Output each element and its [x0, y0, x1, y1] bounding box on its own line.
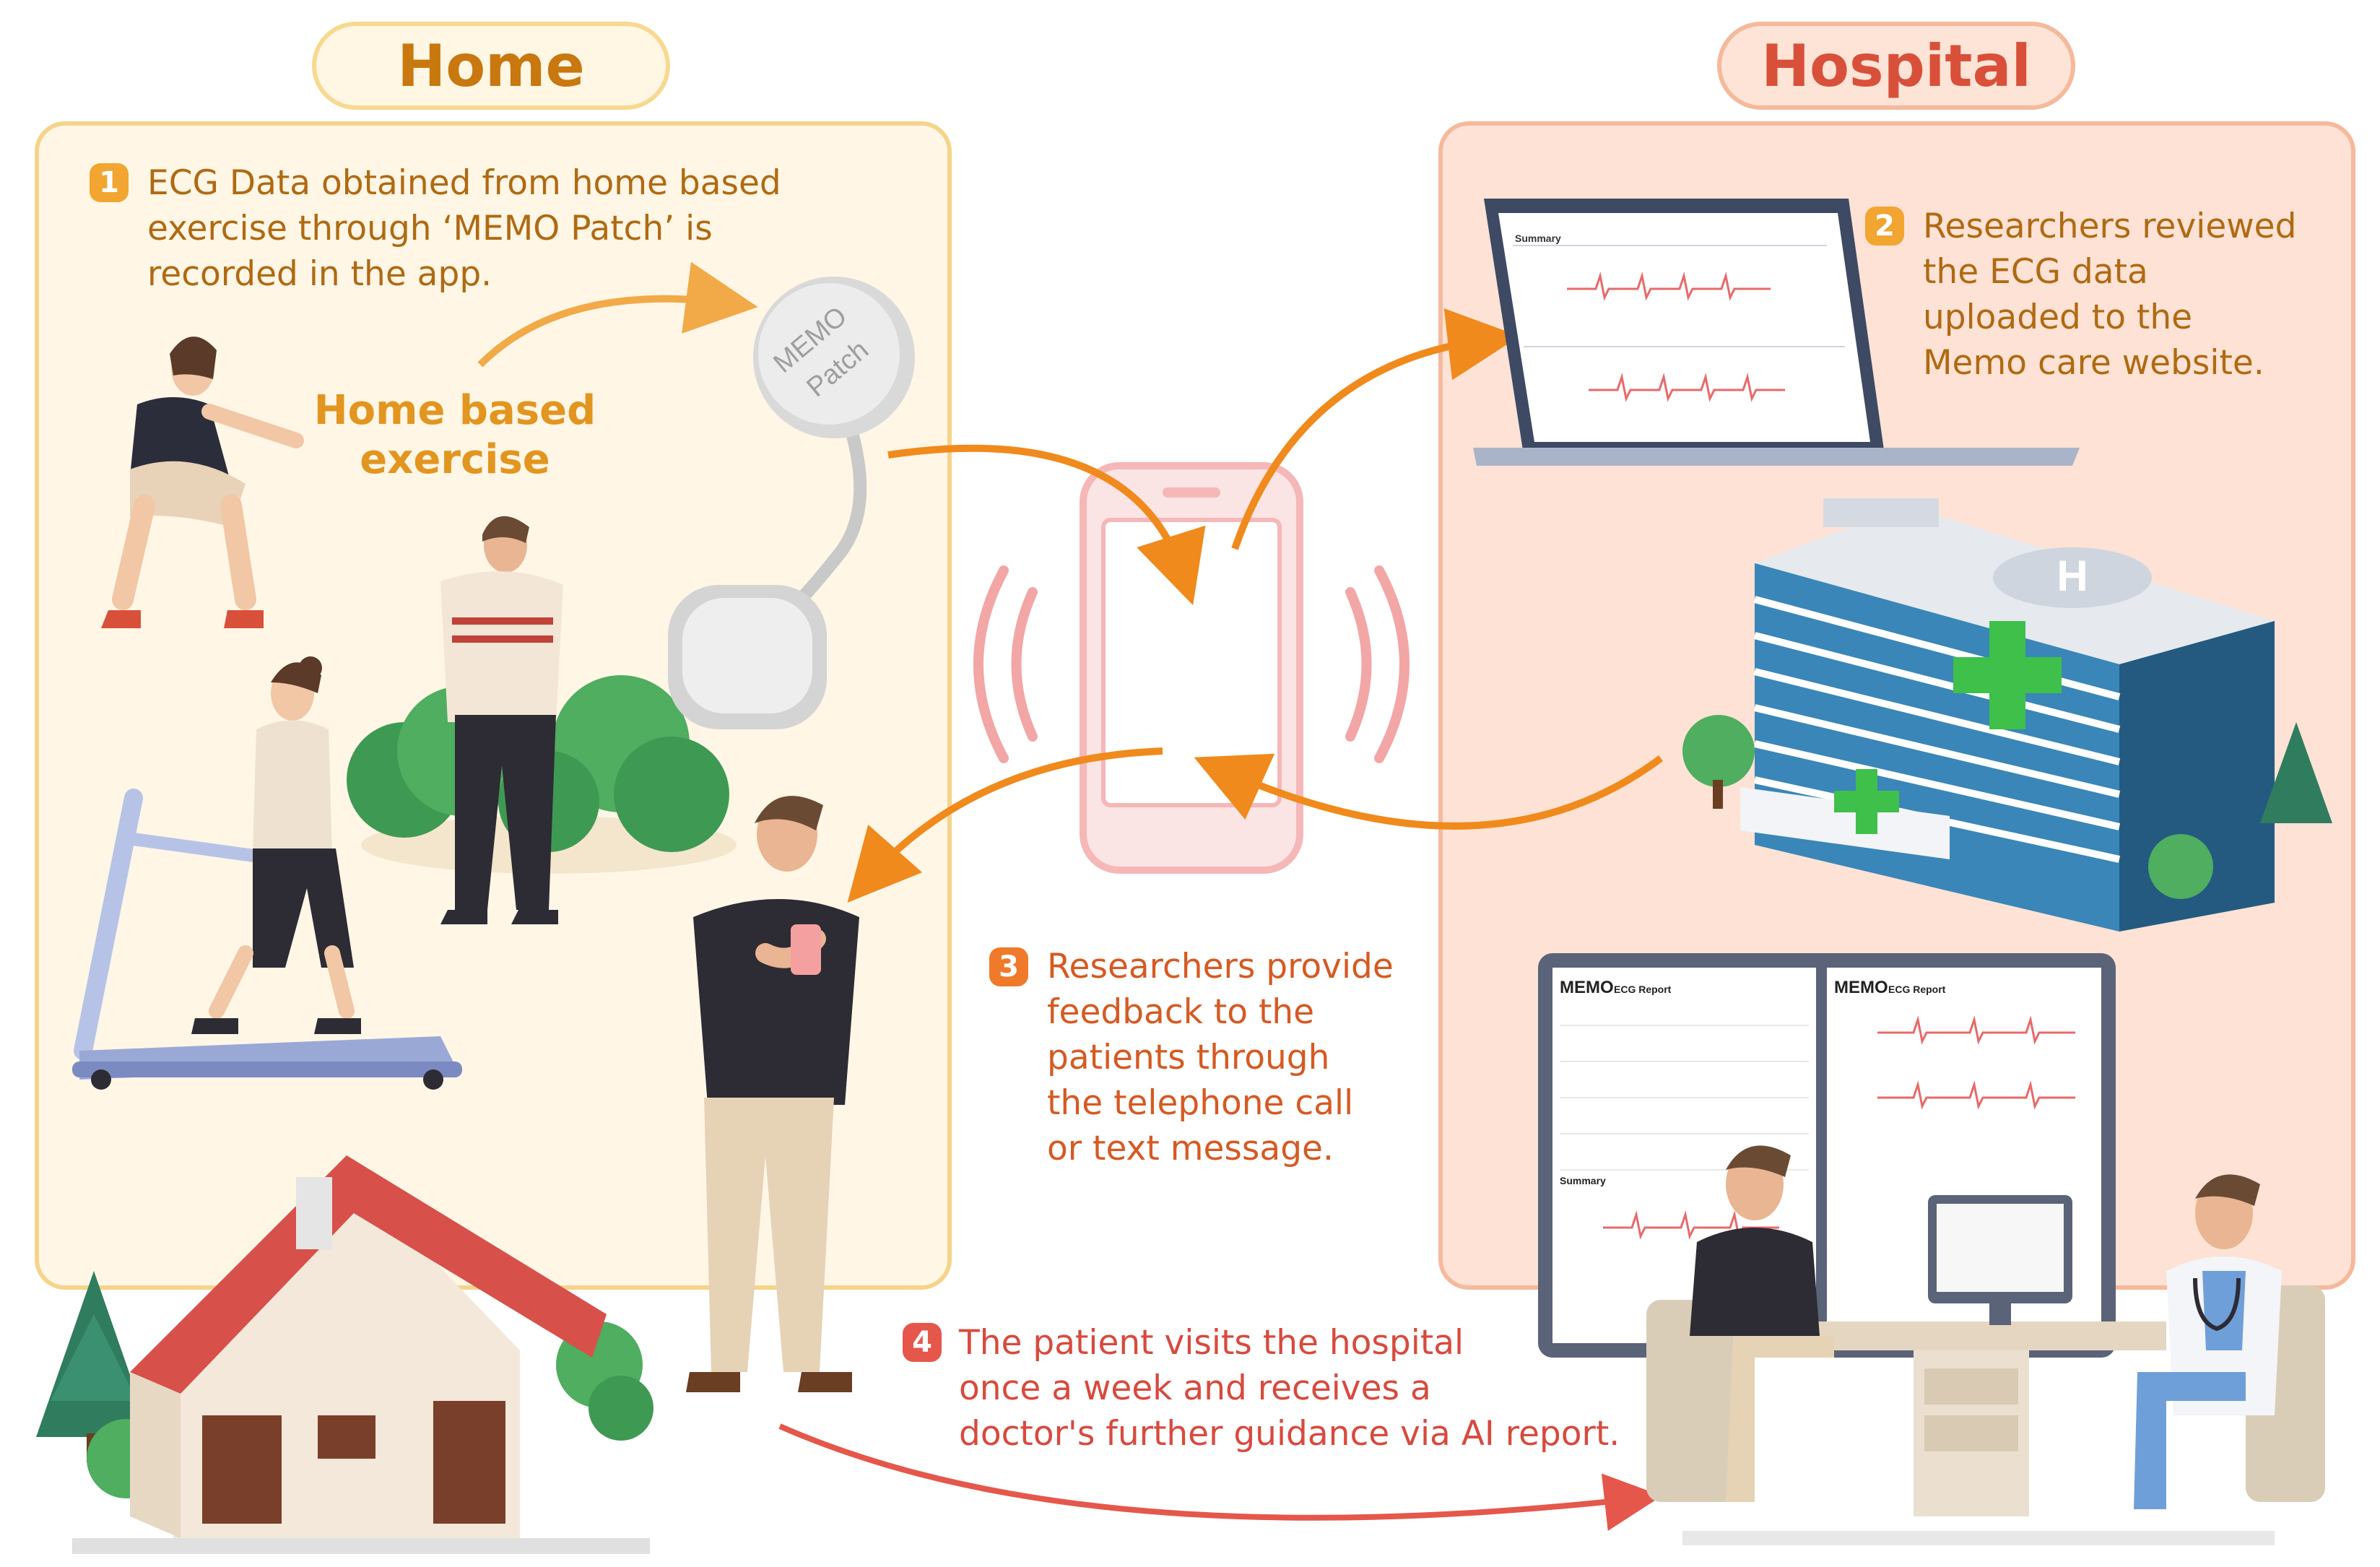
hospital-building-icon: H — [1740, 498, 2275, 932]
phone-to-laptop-arrow — [1231, 308, 1520, 550]
step3-text: Researchers provide feedback to the pati… — [1047, 944, 1394, 1171]
laptop-icon — [1473, 199, 2080, 466]
memo-patch-icon — [668, 277, 915, 729]
step1-text: ECG Data obtained from home based exerci… — [147, 160, 781, 297]
exercise-label-line: Home based — [313, 387, 596, 434]
step2-text: Researchers reviewed the ECG data upload… — [1923, 204, 2296, 386]
step1-line: exercise through ‘MEMO Patch’ is — [147, 209, 713, 248]
hospital-title-pill: Hospital — [1717, 22, 2075, 110]
step1-line: ECG Data obtained from home based — [147, 163, 781, 203]
home-title-pill: Home — [312, 22, 670, 110]
step3-line: the telephone call — [1047, 1083, 1354, 1123]
report-title-right: ECG Report — [1888, 984, 1946, 995]
step1-badge: 1 — [90, 163, 129, 202]
smartphone-icon — [1080, 462, 1303, 874]
hospital-title: Hospital — [1761, 32, 2031, 100]
step2-number: 2 — [1875, 209, 1895, 243]
house-icon — [72, 1155, 650, 1554]
step4-badge: 4 — [903, 1323, 942, 1362]
step4-text: The patient visits the hospital once a w… — [959, 1320, 1620, 1457]
step2-badge: 2 — [1865, 207, 1904, 246]
report-brand-right: MEMO — [1834, 978, 1888, 997]
laptop-summary-label: Summary — [1515, 233, 1561, 244]
phone-signal-waves-icon — [973, 565, 1410, 763]
home-title: Home — [397, 32, 585, 100]
hospital-trees-icon — [1682, 715, 2332, 899]
step4-line: doctor's further guidance via AI report. — [959, 1414, 1620, 1454]
exercise-to-patch-arrow — [477, 261, 758, 368]
step4-number: 4 — [912, 1326, 932, 1359]
step3-line: Researchers provide — [1047, 947, 1394, 986]
hospital-cross-icon — [1834, 621, 2062, 834]
step2-line: Researchers reviewed — [1923, 207, 2297, 246]
exercise-label-line: exercise — [360, 436, 550, 483]
standing-man-icon — [440, 516, 563, 924]
report-title-left: ECG Report — [1614, 984, 1672, 995]
svg-text:H: H — [2057, 552, 2088, 600]
step2-line: Memo care website. — [1923, 343, 2264, 383]
walking-woman-icon — [191, 656, 361, 1034]
squatting-woman-icon — [101, 337, 304, 628]
step3-line: or text message. — [1047, 1129, 1334, 1168]
step2-line: uploaded to the — [1923, 298, 2193, 337]
man-to-clinic-arrow — [778, 1423, 1662, 1532]
phone-to-man-arrow — [847, 747, 1163, 903]
man-with-phone-icon — [686, 796, 859, 1392]
step3-number: 3 — [999, 950, 1019, 984]
step3-badge: 3 — [989, 947, 1028, 986]
step4-line: once a week and receives a — [959, 1368, 1431, 1408]
patch-to-phone-arrow — [887, 444, 1206, 606]
step2-line: the ECG data — [1923, 252, 2148, 292]
step1-line: recorded in the app. — [147, 254, 492, 294]
step3-line: feedback to the — [1047, 992, 1315, 1032]
step4-line: The patient visits the hospital — [959, 1323, 1464, 1363]
doctor-icon — [2134, 1174, 2325, 1509]
desk-monitor-icon — [1928, 1195, 2072, 1325]
patient-seated-icon — [1646, 1145, 1834, 1502]
step3-line: patients through — [1047, 1038, 1330, 1077]
treadmill-icon — [72, 789, 462, 1090]
report-summary-label: Summary — [1560, 1175, 1606, 1186]
report-brand-left: MEMO — [1560, 978, 1614, 997]
exercise-label: Home based exercise — [303, 386, 607, 485]
hospital-to-phone-arrow — [1194, 753, 1663, 830]
step1-number: 1 — [99, 166, 119, 199]
